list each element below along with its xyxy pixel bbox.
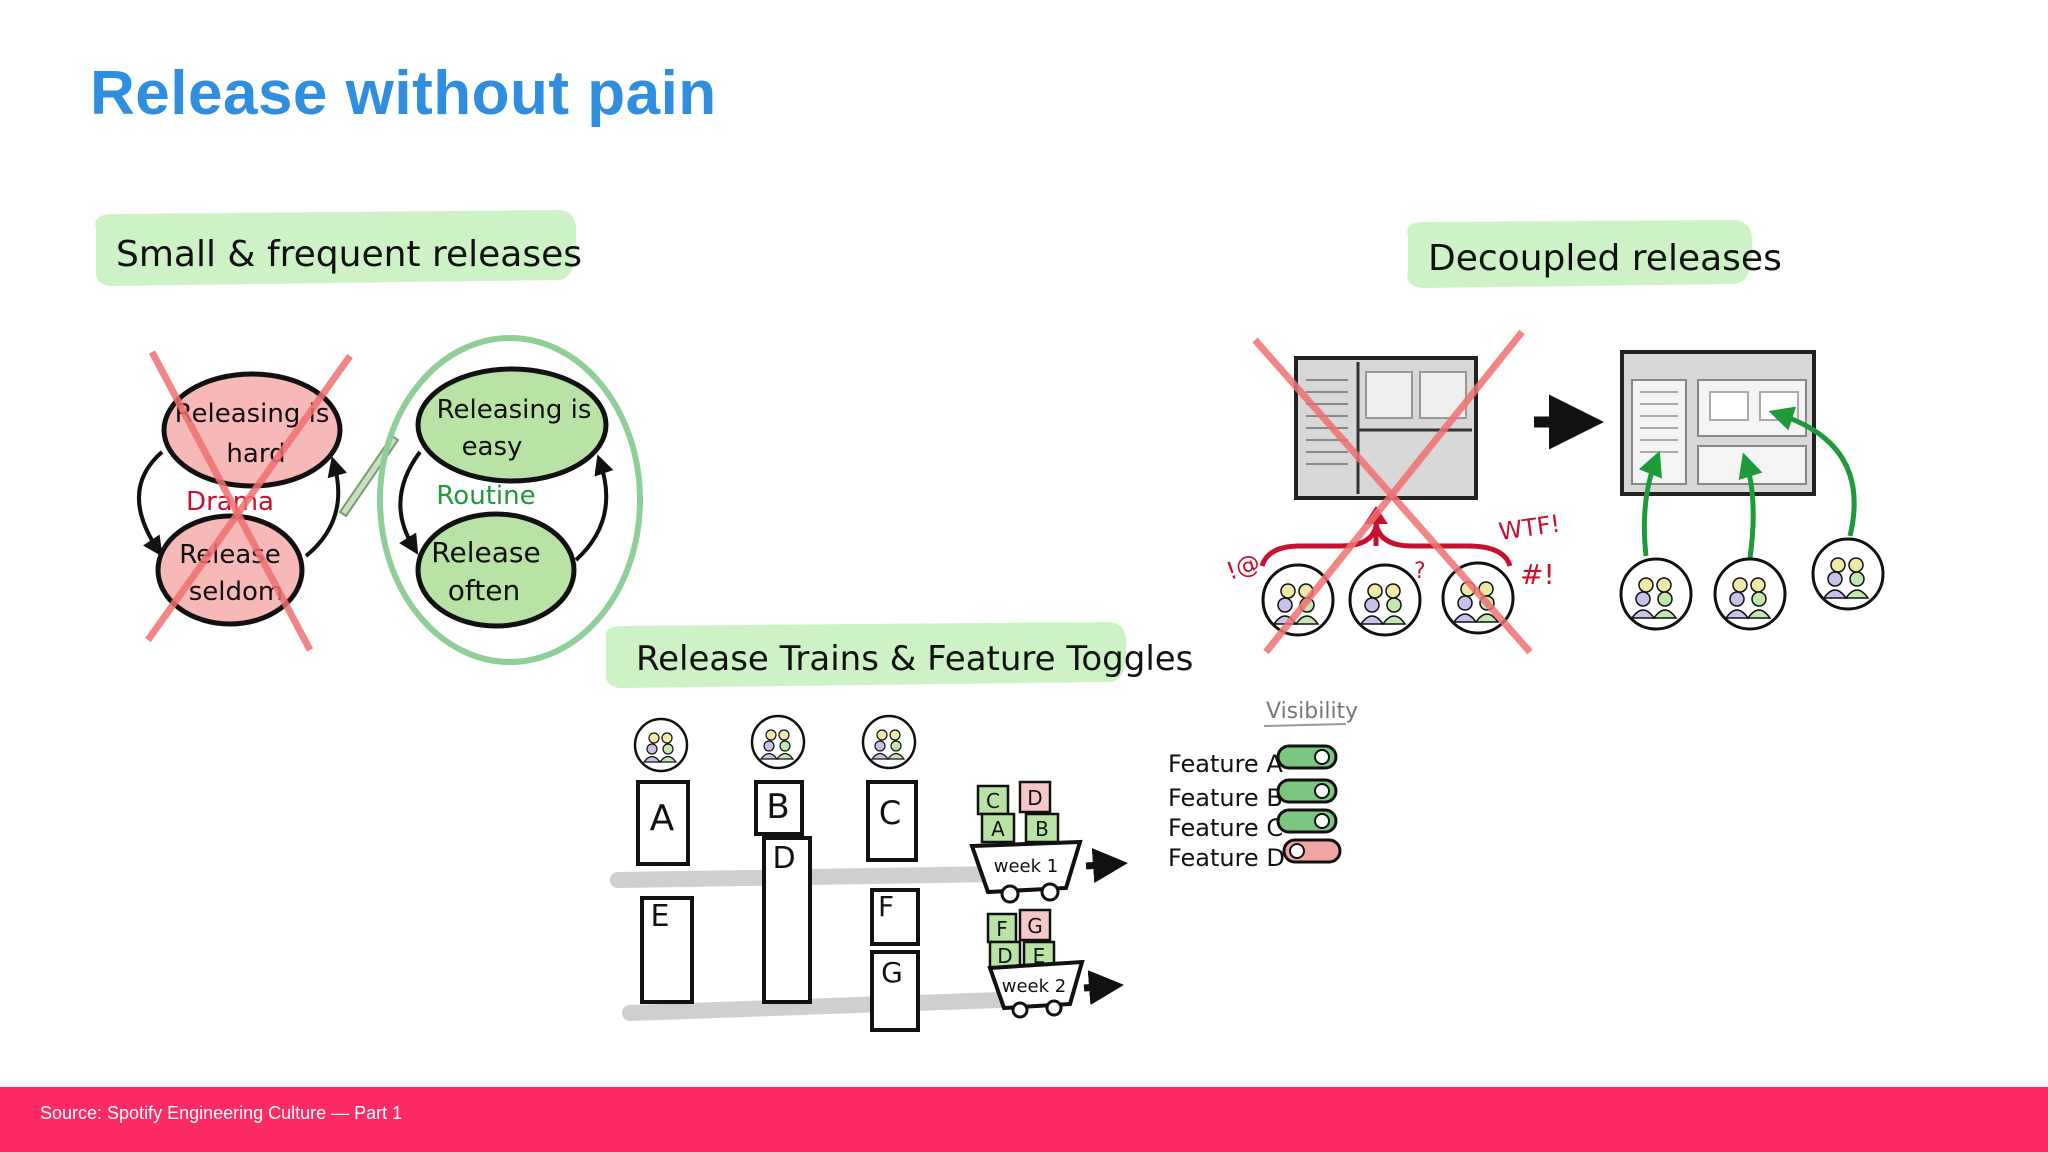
- feature-toggle-list: Feature A Feature B Feature C Feature D: [1168, 744, 1342, 872]
- bad-bottom-ellipse: [155, 513, 305, 627]
- bad-cycle-cross-1: [148, 350, 314, 652]
- monolith-exclamation: #!: [1520, 558, 1555, 591]
- footer-bar: Source: Spotify Engineering Culture — Pa…: [0, 1087, 2048, 1152]
- feature-toggle-label: Feature B: [1168, 784, 1283, 812]
- team-icon: [1261, 563, 1335, 637]
- good-top-label-line2: easy: [462, 432, 523, 462]
- week1-arrow: [1085, 848, 1128, 883]
- good-bottom-label-line2: often: [448, 574, 520, 607]
- team-icon: [1811, 537, 1885, 611]
- release-cart-week1: C D A B week 1: [969, 780, 1083, 904]
- feature-card: [866, 780, 918, 862]
- decoupled-heading-bg: [1407, 220, 1753, 288]
- team-deploy-arrow: [1638, 450, 1663, 557]
- monolith-exclamation: !@: [1222, 548, 1263, 586]
- small-releases-panel: Small & frequent releases Releasing is h…: [95, 210, 643, 665]
- decoupled-screen-panel: [1709, 391, 1749, 421]
- feature-card: [870, 888, 920, 946]
- team-icon: [633, 717, 689, 773]
- bad-cycle-arrow-left: [136, 450, 164, 557]
- feature-card-label: E: [651, 899, 670, 934]
- good-cycle-label: Routine: [436, 481, 535, 511]
- bad-cycle-cross-2: [145, 353, 353, 643]
- monolith-widget: [1365, 371, 1413, 419]
- good-cycle-arrow-left: [398, 450, 422, 555]
- decoupled-screen-panel: [1631, 379, 1687, 485]
- decoupled-heading: Decoupled releases: [1428, 238, 1782, 279]
- source-citation: Source: Spotify Engineering Culture — Pa…: [40, 1103, 403, 1123]
- good-bottom-ellipse: [415, 511, 577, 629]
- feature-card: [762, 836, 812, 1004]
- feature-toggle-knob: [1314, 813, 1330, 829]
- monolith-exclamation: ?: [1414, 559, 1426, 584]
- decoupled-releases-panel: Decoupled releases !@ ? WTF! #!: [1222, 220, 1885, 655]
- svg-text:E: E: [1033, 944, 1046, 968]
- small-releases-heading: Small & frequent releases: [116, 234, 582, 275]
- team-deploy-arrow: [1738, 452, 1763, 559]
- slide-title: Release without pain: [90, 59, 717, 128]
- release-trains-heading-bg: [605, 622, 1127, 688]
- team-icon: [1348, 563, 1422, 637]
- feature-card: [870, 950, 920, 1032]
- svg-text:D: D: [1027, 786, 1042, 810]
- team-icon: [1619, 557, 1693, 631]
- feature-card-label: G: [881, 956, 903, 989]
- feature-toggle-knob: [1314, 749, 1330, 765]
- good-cycle-ring: [377, 335, 643, 665]
- illustration: Small & frequent releases Releasing is h…: [95, 210, 1885, 1032]
- feature-card: [754, 780, 804, 836]
- visibility-underline: [1263, 723, 1347, 727]
- feature-card-label: C: [879, 794, 901, 832]
- feature-toggle-knob: [1314, 783, 1330, 799]
- good-bottom-label-line1: Release: [431, 536, 540, 569]
- svg-text:F: F: [996, 917, 1008, 941]
- feature-card-label: A: [650, 798, 675, 839]
- feature-card-label: B: [766, 787, 789, 827]
- release-trains-panel: Release Trains & Feature Toggles A B D C…: [605, 622, 1358, 1032]
- feature-card-label: D: [772, 841, 795, 876]
- release-trains-heading: Release Trains & Feature Toggles: [636, 639, 1193, 679]
- release-track-week2: [622, 992, 1008, 1021]
- good-top-ellipse: [415, 366, 609, 484]
- svg-text:G: G: [1027, 914, 1043, 938]
- good-cycle-arrow-right: [574, 454, 614, 562]
- team-icon: [1713, 557, 1787, 631]
- decoupled-cross-2: [1263, 329, 1525, 655]
- small-releases-heading-bg: [95, 210, 577, 286]
- svg-text:D: D: [997, 944, 1012, 968]
- week2-label: week 2: [1002, 976, 1066, 997]
- svg-text:B: B: [1035, 817, 1049, 841]
- team-icon: [750, 714, 806, 770]
- visibility-label: Visibility: [1266, 699, 1358, 724]
- bad-bottom-label-line2: seldom: [189, 577, 284, 607]
- svg-text:C: C: [986, 789, 1000, 813]
- week1-label: week 1: [994, 856, 1058, 877]
- feature-toggle-label: Feature C: [1168, 814, 1283, 842]
- monolith-branch-arrow: [1259, 523, 1513, 567]
- feature-card: [640, 896, 694, 1004]
- release-cart-week2: F G D E week 2: [986, 908, 1085, 1019]
- feature-toggle-label: Feature D: [1168, 844, 1285, 872]
- week2-arrow: [1083, 970, 1124, 1006]
- svg-text:A: A: [991, 817, 1005, 841]
- team-deploy-arrow: [1768, 406, 1857, 537]
- feature-card: [636, 780, 690, 866]
- team-icon: [861, 714, 917, 770]
- feature-toggle-knob: [1289, 843, 1305, 859]
- good-top-label-line1: Releasing is: [437, 395, 592, 425]
- feature-card-label: F: [878, 890, 894, 923]
- monolith-exclamation: WTF!: [1497, 510, 1562, 546]
- bad-cycle-arrow-right: [304, 456, 347, 558]
- feature-toggle-label: Feature A: [1168, 750, 1283, 778]
